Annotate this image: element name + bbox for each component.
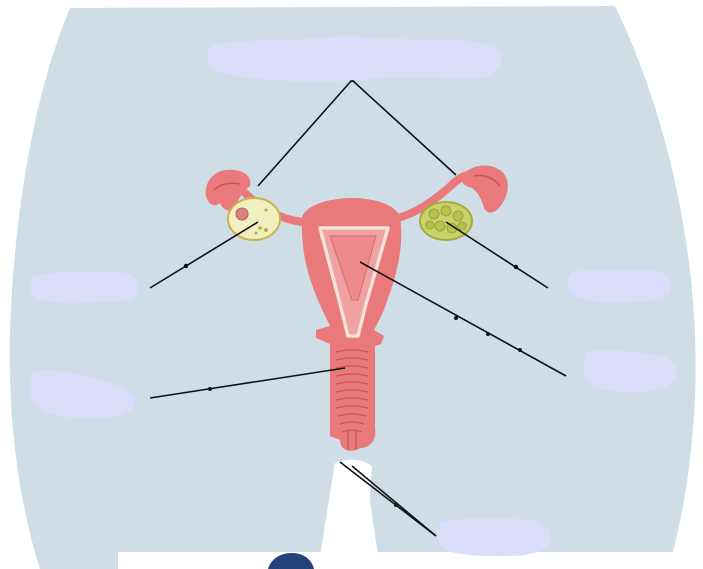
left-ovary (228, 198, 280, 240)
bottom-cutout (118, 552, 703, 569)
label-area-right-upper (568, 270, 671, 303)
label-area-left-upper (30, 272, 139, 304)
left-ovary-follicle (236, 208, 248, 220)
label-area-bottom (437, 518, 551, 556)
label-area-right-lower (584, 350, 677, 392)
label-area-top (208, 37, 501, 82)
